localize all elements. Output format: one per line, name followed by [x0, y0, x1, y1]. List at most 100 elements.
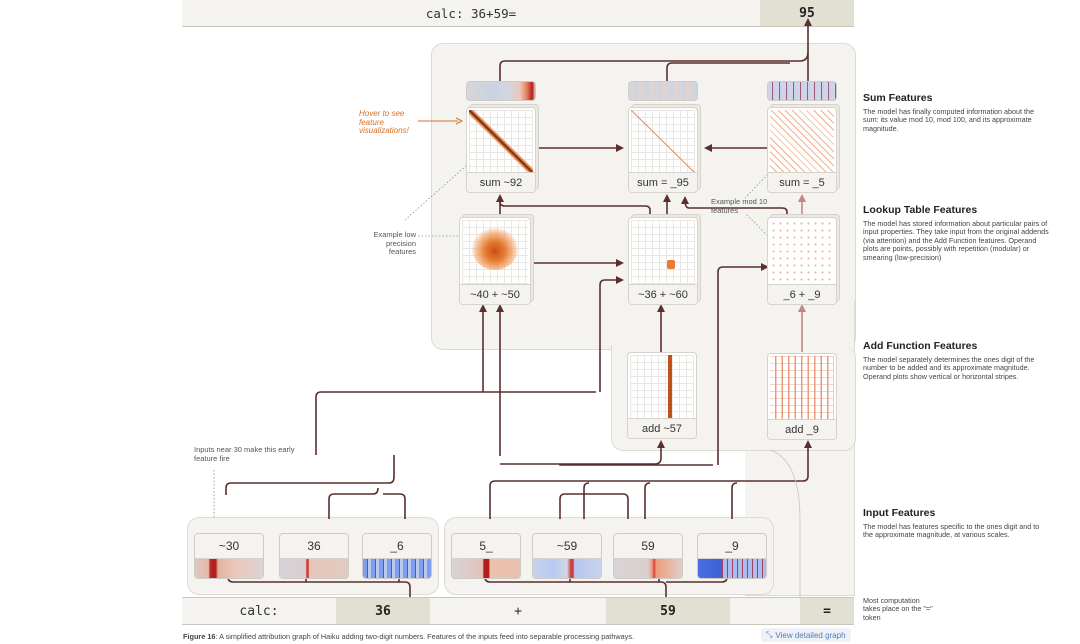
activation-strip [614, 559, 682, 578]
feature-card-sum-92[interactable]: sum ~92 [466, 107, 536, 193]
leader-sum5 [744, 171, 771, 199]
input-feature-_6[interactable]: _6 [362, 533, 432, 579]
edge-to-6-9 [717, 263, 769, 465]
operand-plot [631, 110, 695, 172]
activation-strip [533, 559, 601, 578]
edge-sum95-out [666, 62, 790, 82]
feature-label: ~59 [533, 534, 601, 559]
sum95-activation-strip [628, 81, 698, 101]
input-feature-59[interactable]: 59 [613, 533, 683, 579]
input-token-bar: calc: 36 + 59 = [182, 597, 854, 625]
activation-strip [698, 559, 766, 578]
edge-9b-group [644, 482, 651, 519]
edge-to-add57 [500, 440, 665, 465]
caption-text: : A simplified attribution graph of Haik… [215, 632, 635, 641]
section-title: Add Function Features [863, 340, 978, 352]
computation-note: Most computation takes place on the "=" … [863, 596, 933, 622]
view-detailed-graph-link[interactable]: ⤡ View detailed graph [761, 628, 851, 642]
input-feature-36[interactable]: 36 [279, 533, 349, 579]
token-space [730, 598, 800, 624]
sidebar-input-features: Input Features The model has features sp… [863, 507, 1043, 540]
section-title: Lookup Table Features [863, 204, 978, 216]
feature-card-sum-95[interactable]: sum = _95 [628, 107, 698, 193]
feature-card-add-57[interactable]: add ~57 [627, 352, 697, 439]
edge-6-9-sum95 [681, 196, 788, 216]
low-precision-annotation: Example low precision features [373, 230, 416, 256]
sum92-activation-strip [466, 81, 536, 101]
figure-number: Figure 16 [183, 632, 216, 641]
feature-card-add-9[interactable]: add _9 [767, 353, 837, 440]
feature-label: add _9 [768, 419, 836, 439]
feature-label: sum ~92 [467, 172, 535, 192]
feature-label: _6 + _9 [768, 284, 836, 304]
edge-bus-36 [328, 487, 379, 519]
feature-label: ~36 + ~60 [629, 284, 697, 304]
sum5-activation-strip [767, 81, 837, 101]
edge-_9-group [731, 482, 738, 519]
expand-icon: ⤡ [766, 630, 773, 639]
edge-bus-6 [383, 493, 406, 519]
figure-caption: Figure 16: A simplified attribution grap… [183, 632, 634, 641]
activation-strip [280, 559, 348, 578]
input-feature-30[interactable]: ~30 [194, 533, 264, 579]
edge-token-36-inputs [224, 568, 411, 597]
section-title: Input Features [863, 507, 936, 519]
edge-bus-30 [315, 391, 596, 455]
input-feature-~59[interactable]: ~59 [532, 533, 602, 579]
edge-token-59-inputs [481, 568, 667, 597]
input-feature-_9[interactable]: _9 [697, 533, 767, 579]
feature-label: _9 [698, 534, 766, 559]
output-token-bar: calc: 36+59= 95 [182, 0, 854, 27]
link-label: View detailed graph [775, 630, 846, 640]
leader-low-precision-sum [404, 164, 468, 221]
operand-plot [631, 220, 695, 284]
feature-label: sum = _5 [768, 172, 836, 192]
feature-label: 59 [614, 534, 682, 559]
feature-card-lookup-36-60[interactable]: ~36 + ~60 [628, 217, 698, 305]
section-text: The model has stored information about p… [863, 219, 1049, 262]
edge-right-bus [559, 464, 713, 466]
edge-to-add9 [489, 440, 812, 519]
feature-card-sum-5[interactable]: sum = _5 [767, 107, 837, 193]
edge-bus-2 [225, 455, 395, 495]
output-prompt: calc: 36+59= [425, 5, 517, 21]
feature-label: sum = _95 [629, 172, 697, 192]
feature-label: 36 [280, 534, 348, 559]
activation-strip [195, 559, 263, 578]
feature-card-lookup-40-50[interactable]: ~40 + ~50 [459, 217, 531, 305]
region-boundary [769, 449, 801, 597]
section-text: The model has finally computed informati… [863, 107, 1035, 133]
inputs-near-30-annotation: Inputs near 30 make this early feature f… [194, 445, 295, 463]
sidebar-sum-features: Sum Features The model has finally compu… [863, 92, 1043, 133]
hover-annotation: Hover to see feature visualizations! [359, 109, 409, 135]
edge-59-group [559, 493, 629, 519]
sidebar-lookup-features: Lookup Table Features The model has stor… [863, 204, 1053, 262]
edge-sum92-out [499, 51, 809, 82]
activation-strip [452, 559, 520, 578]
feature-label: _6 [363, 534, 431, 559]
operand-plot [462, 220, 528, 284]
feature-label: ~30 [195, 534, 263, 559]
section-text: The model separately determines the ones… [863, 355, 1035, 381]
operand-plot [770, 110, 834, 172]
sidebar-add-features: Add Function Features The model separate… [863, 340, 1043, 381]
section-text: The model has features specific to the o… [863, 522, 1040, 540]
leader-mod10 [745, 213, 771, 239]
operand-plot [630, 355, 694, 418]
mod10-annotation: Example mod 10 features [711, 197, 768, 215]
operand-plot [469, 110, 533, 172]
edge-9-group [583, 482, 590, 519]
edge-to-36-60-b [599, 276, 624, 392]
input-feature-5_[interactable]: 5_ [451, 533, 521, 579]
token-59: 59 [606, 598, 730, 624]
token-equals: = [800, 598, 854, 624]
feature-label: add ~57 [628, 418, 696, 438]
feature-card-lookup-6-9[interactable]: _6 + _9 [767, 217, 837, 305]
section-title: Sum Features [863, 92, 933, 104]
feature-label: 5_ [452, 534, 520, 559]
operand-plot [770, 220, 834, 284]
operand-plot [770, 356, 834, 419]
token-calc: calc: [239, 603, 279, 619]
token-plus: + [514, 603, 522, 619]
